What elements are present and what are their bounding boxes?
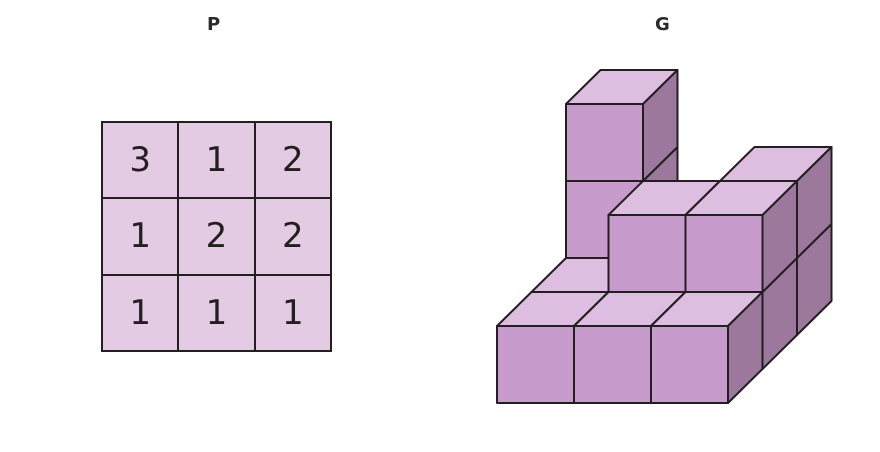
cube-face (607, 214, 687, 293)
grid-cell: 1 (178, 122, 255, 199)
grid-cell: 2 (254, 122, 331, 199)
label-g: G (655, 14, 670, 35)
cube-face (565, 103, 644, 182)
label-p: P (207, 14, 221, 35)
cube-face (496, 325, 575, 404)
grid-cell: 2 (178, 198, 255, 275)
grid-cell: 2 (254, 198, 331, 275)
cube-face (642, 69, 679, 182)
grid-cell: 1 (102, 198, 179, 275)
grid-cell: 1 (254, 274, 331, 351)
cube-face (727, 291, 764, 404)
cube-face (761, 180, 798, 293)
cube-face (650, 325, 729, 404)
grid-cell: 3 (102, 122, 179, 199)
cube-face (573, 325, 652, 404)
grid-cell: 1 (178, 274, 255, 351)
cube-face (684, 214, 764, 293)
grid-cell: 1 (102, 274, 179, 351)
